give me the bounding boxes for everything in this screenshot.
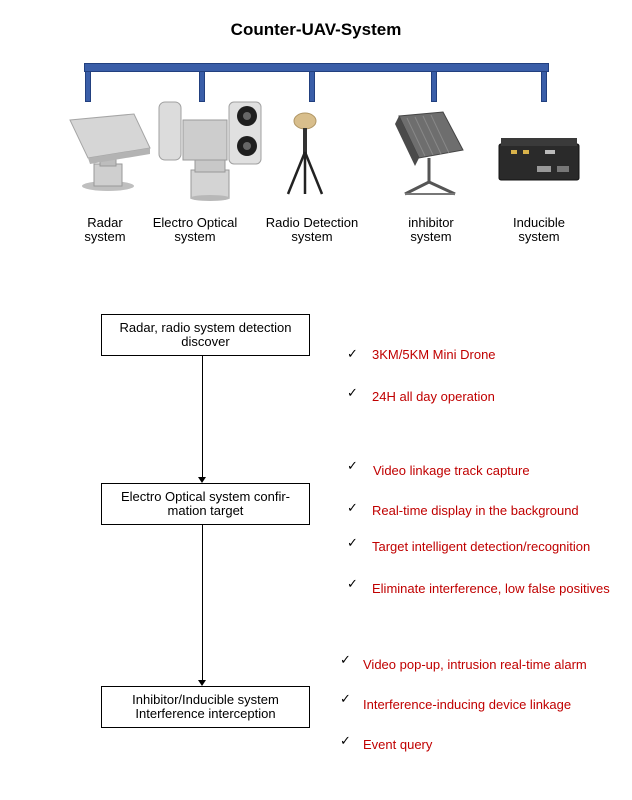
feature-item: Real-time display in the background xyxy=(372,503,579,518)
equipment-label-radar: Radar system xyxy=(58,216,152,244)
bar-drop-radar xyxy=(85,72,91,102)
flow-arrow-line-2 xyxy=(202,525,203,680)
feature-item: 3KM/5KM Mini Drone xyxy=(372,347,496,362)
flow-step-detection: Radar, radio system detection discover xyxy=(101,314,310,356)
check-icon: ✓ xyxy=(340,652,351,667)
flow-arrow-line-1 xyxy=(202,356,203,477)
feature-item: Video linkage track capture xyxy=(373,463,530,478)
bar-drop-radio-detection xyxy=(309,72,315,102)
equipment-label-line2: system xyxy=(518,229,560,244)
equipment-label-line2: system xyxy=(410,229,452,244)
equipment-label-electro-optical: Electro Optical system xyxy=(140,216,250,244)
flow-step-interception: Inhibitor/Inducible system Interference … xyxy=(101,686,310,728)
feature-item: Target intelligent detection/recognition xyxy=(372,539,591,554)
feature-item: Event query xyxy=(363,737,433,752)
feature-item: Eliminate interference, low false positi… xyxy=(372,581,610,596)
equipment-label-line1: inhibitor xyxy=(408,215,454,230)
bar-drop-inducible xyxy=(541,72,547,102)
check-icon: ✓ xyxy=(347,346,358,361)
check-icon: ✓ xyxy=(340,733,351,748)
check-icon: ✓ xyxy=(347,500,358,515)
flow-step-line2: mation target xyxy=(167,503,244,518)
tripod-antenna-icon xyxy=(286,112,324,195)
diagram-title: Counter-UAV-System xyxy=(230,20,402,39)
flow-step-line1: Inhibitor/Inducible system xyxy=(132,692,279,707)
equipment-label-line2: system xyxy=(84,229,126,244)
equipment-label-line1: Electro Optical xyxy=(152,215,238,230)
distribution-bar xyxy=(84,63,549,72)
flow-step-line2: Interference interception xyxy=(135,706,276,721)
jammer-panel-icon xyxy=(395,111,464,196)
check-icon: ✓ xyxy=(347,458,358,473)
check-icon: ✓ xyxy=(340,691,351,706)
check-icon: ✓ xyxy=(347,535,358,550)
equipment-label-line1: Radar xyxy=(87,215,123,230)
equipment-label-line2: system xyxy=(291,229,333,244)
equipment-label-inhibitor: inhibitor system xyxy=(386,216,476,244)
flow-step-line1: Radar, radio system detection xyxy=(119,320,292,335)
flow-arrowhead-2 xyxy=(198,680,206,686)
flow-step-line1: Electro Optical system confir- xyxy=(120,489,291,504)
camera-turret-icon xyxy=(158,101,262,201)
flow-arrowhead-1 xyxy=(198,477,206,483)
check-icon: ✓ xyxy=(347,385,358,400)
flow-step-confirmation: Electro Optical system confir- mation ta… xyxy=(101,483,310,525)
equipment-label-line1: Radio Detection xyxy=(265,215,359,230)
flow-step-line2: discover xyxy=(181,334,230,349)
equipment-label-radio-detection: Radio Detection system xyxy=(254,216,370,244)
feature-item: Video pop-up, intrusion real-time alarm xyxy=(363,657,587,672)
equipment-label-line1: Inducible xyxy=(512,215,566,230)
check-icon: ✓ xyxy=(347,576,358,591)
equipment-label-inducible: Inducible system xyxy=(494,216,584,244)
bar-drop-inhibitor xyxy=(431,72,437,102)
feature-item: 24H all day operation xyxy=(372,389,495,404)
spoofer-box-icon xyxy=(498,138,580,181)
equipment-label-line2: system xyxy=(174,229,216,244)
radar-icon xyxy=(69,113,151,191)
feature-item: Interference-inducing device linkage xyxy=(363,697,572,712)
bar-drop-electro-optical xyxy=(199,72,205,102)
